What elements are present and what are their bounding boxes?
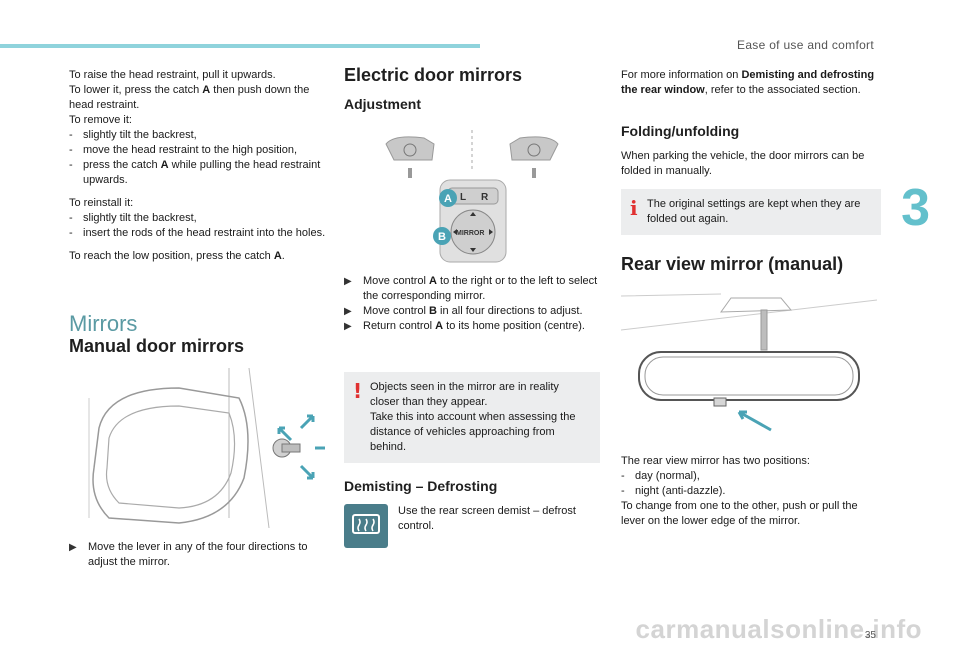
right-selector-label: R <box>481 192 489 203</box>
page-number: 35 <box>864 630 876 641</box>
list-item: slightly tilt the backrest, <box>69 211 327 226</box>
text-line: Objects seen in the mirror are in realit… <box>370 381 559 408</box>
warning-icon: ! <box>353 379 363 403</box>
head-restraint-paragraph: To raise the head restraint, pull it upw… <box>69 68 327 188</box>
list-item: ▶Move control B in all four directions t… <box>344 305 583 317</box>
rear-mirror-paragraph: The rear view mirror has two positions: … <box>621 454 881 529</box>
list-item: ▶Return control A to its home position (… <box>344 320 585 332</box>
rear-defrost-icon <box>352 514 380 534</box>
more-info-paragraph: For more information on Demisting and de… <box>621 69 875 96</box>
rear-mirror-heading: Rear view mirror (manual) <box>621 254 844 274</box>
chapter-number: 3 <box>901 179 930 237</box>
text-line: To remove it: <box>69 114 132 126</box>
list-item: press the catch A while pulling the head… <box>69 158 327 188</box>
text-line: To lower it, press the catch A then push… <box>69 84 310 111</box>
demisting-row: Use the rear screen demist – defrost con… <box>344 504 600 552</box>
arrow-bullet-icon: ▶ <box>344 321 352 332</box>
warning-box: ! Objects seen in the mirror are in real… <box>344 372 600 463</box>
control-a-label: A <box>444 193 452 205</box>
electric-mirrors-heading: Electric door mirrors <box>344 65 523 85</box>
arrow-bullet-icon: ▶ <box>69 542 77 553</box>
demisting-text: Use the rear screen demist – defrost con… <box>398 505 576 532</box>
adjustment-heading: Adjustment <box>344 96 421 112</box>
column-right: For more information on Demisting and de… <box>621 68 881 537</box>
list-item: day (normal), <box>621 469 881 484</box>
demisting-heading: Demisting – Defrosting <box>344 478 498 494</box>
text-line: To change from one to the other, push or… <box>621 500 858 527</box>
info-box: i The original settings are kept when th… <box>621 189 881 235</box>
column-left: To raise the head restraint, pull it upw… <box>69 68 327 570</box>
manual-mirrors-heading: Manual door mirrors <box>69 336 245 356</box>
left-selector-label: L <box>460 192 466 203</box>
manual-mirror-instruction: ▶Move the lever in any of the four direc… <box>69 541 308 568</box>
rear-mirror-illustration <box>621 293 877 432</box>
text-line: The rear view mirror has two positions: <box>621 455 810 467</box>
manual-mirror-illustration <box>88 368 325 528</box>
text-line: To reinstall it: <box>69 197 134 209</box>
list-item: slightly tilt the backrest, <box>69 128 327 143</box>
folding-text: When parking the vehicle, the door mirro… <box>621 150 865 177</box>
section-title: Ease of use and comfort <box>737 38 874 52</box>
text-line: Take this into account when assessing th… <box>370 411 576 453</box>
rear-defrost-button <box>344 504 388 548</box>
low-position-paragraph: To reach the low position, press the cat… <box>69 250 285 262</box>
right-mirror-icon <box>509 136 559 178</box>
mirror-knob-label: MIRROR <box>456 230 484 237</box>
adjustment-steps: ▶Move control A to the right or to the l… <box>344 274 600 334</box>
column-middle: Electric door mirrors Adjustment L R MIR… <box>344 65 600 552</box>
watermark: carmanualsonline.info <box>635 614 922 644</box>
list-item: ▶Move control A to the right or to the l… <box>344 275 598 302</box>
header-accent-bar <box>0 44 480 48</box>
info-icon: i <box>630 196 638 220</box>
mirror-control-illustration: L R MIRROR A B <box>385 130 559 263</box>
left-mirror-icon <box>385 136 435 178</box>
arrow-bullet-icon: ▶ <box>344 276 352 287</box>
arrow-bullet-icon: ▶ <box>344 306 352 317</box>
list-item: night (anti-dazzle). <box>621 484 881 499</box>
control-b-label: B <box>438 231 446 243</box>
list-item: move the head restraint to the high posi… <box>69 143 327 158</box>
reinstall-paragraph: To reinstall it: slightly tilt the backr… <box>69 196 327 241</box>
text-line: To raise the head restraint, pull it upw… <box>69 69 276 81</box>
mirrors-heading: Mirrors <box>69 311 138 336</box>
list-item: insert the rods of the head restraint in… <box>69 226 327 241</box>
folding-heading: Folding/unfolding <box>621 123 740 139</box>
